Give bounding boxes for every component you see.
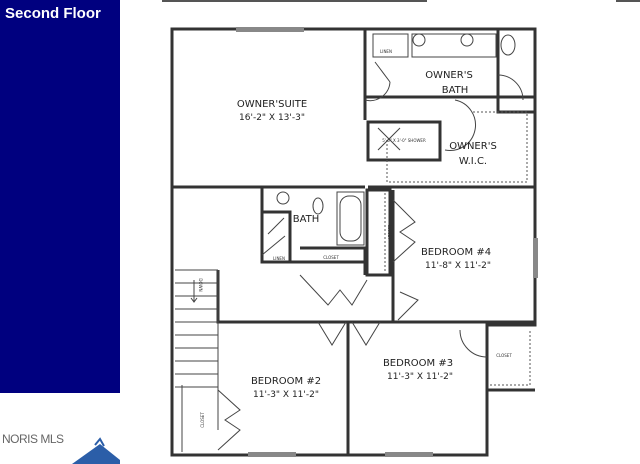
bedroom4-label: BEDROOM #4 (421, 247, 491, 258)
door-swing (364, 61, 391, 102)
linen-label: LINEN (273, 256, 285, 261)
linen-label: LINEN (380, 49, 392, 54)
bedroom-door (317, 321, 381, 346)
down-arrow-icon (190, 280, 198, 303)
window (236, 27, 304, 32)
mls-watermark: NORIS MLS (2, 432, 64, 446)
bath-label: BATH (293, 214, 320, 225)
stairs-down-label: DOWN (198, 278, 203, 291)
shelf-line (490, 330, 531, 386)
bed4-closet-label: CLOSET (387, 224, 392, 240)
toilet-wall (496, 29, 535, 114)
bifold-door (392, 199, 416, 263)
closet-wall (365, 188, 395, 322)
bedroom2-label: BEDROOM #2 (251, 376, 321, 387)
bathtub-basin (339, 195, 362, 242)
exterior-wall (170, 27, 537, 457)
bedroom3-label: BEDROOM #3 (383, 358, 453, 369)
shower-label: 5'-0" X 3'-0" SHOWER (382, 138, 426, 143)
owners-suite-label: OWNER'SUITE (237, 99, 307, 110)
owners-bath-label-2: BATH (442, 85, 469, 96)
sink-icon (460, 33, 474, 47)
shelf-line (386, 111, 528, 183)
bed2-closet-label: CLOSET (200, 412, 205, 428)
bedroom3-size: 11'-3" X 11'-2" (387, 372, 453, 382)
hall-closet-label: CLOSET (323, 255, 339, 260)
shower-icon (377, 127, 401, 151)
door-swing (261, 217, 286, 256)
stairs (175, 269, 219, 430)
sink-icon (276, 191, 290, 205)
previous-plan-edge (162, 0, 427, 2)
window (533, 238, 538, 278)
bathtub-icon (336, 191, 365, 246)
window (248, 452, 296, 457)
owners-wic-label-2: W.I.C. (459, 156, 487, 167)
door-swing (397, 291, 419, 321)
title-panel: Second Floor (0, 0, 120, 393)
sink-icon (412, 33, 426, 47)
owners-bath-label: OWNER'S (425, 70, 473, 81)
toilet-icon (500, 34, 516, 56)
owners-wic-label: OWNER'S (449, 141, 497, 152)
house-logo-icon (72, 437, 120, 464)
bath-wall (260, 187, 367, 275)
toilet-icon (312, 197, 324, 215)
bedroom2-size: 11'-3" X 11'-2" (253, 390, 319, 400)
bifold-door (181, 385, 241, 452)
owners-suite-size: 16'-2" X 13'-3" (239, 113, 305, 123)
closet-wall (485, 325, 535, 392)
door-swing (444, 74, 524, 151)
window (385, 452, 433, 457)
floor-title: Second Floor (5, 5, 101, 22)
bifold-door (299, 274, 368, 306)
previous-plan-edge (616, 0, 640, 2)
bed3-closet-label: CLOSET (496, 353, 512, 358)
interior-wall (172, 29, 535, 189)
door-swing (459, 329, 488, 358)
bedroom4-size: 11'-8" X 11'-2" (425, 261, 491, 271)
